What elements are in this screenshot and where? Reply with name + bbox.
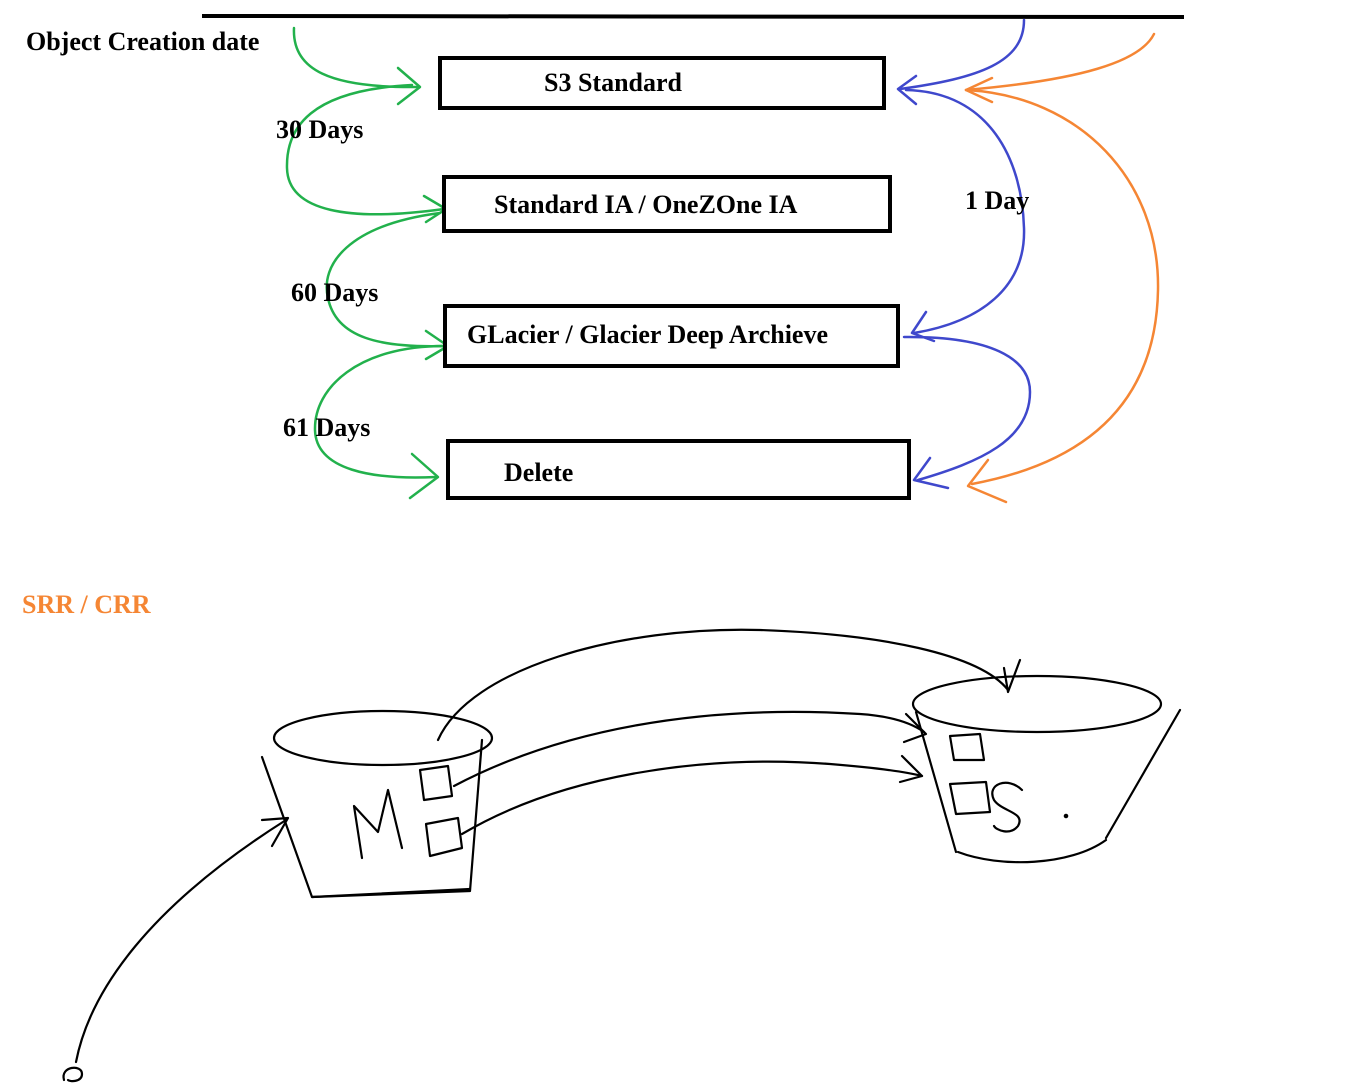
green-arrow-ia-to-glacier	[325, 211, 448, 348]
dest-bucket-rim	[911, 674, 1163, 734]
source-bucket-base-line	[310, 887, 472, 899]
green-arrowhead-4	[408, 452, 440, 500]
user-to-bucket-arrow	[74, 818, 288, 1064]
blue-arrow-top-to-standard	[898, 18, 1026, 91]
green-arrow-standard-to-ia	[285, 83, 446, 216]
user-to-bucket-arrowhead	[260, 816, 290, 848]
dest-object-2	[948, 780, 992, 816]
green-arrow-glacier-to-delete	[313, 344, 446, 479]
replication-arrowhead-top	[1002, 658, 1022, 694]
transition-label-30-days: 30 Days	[276, 115, 364, 144]
tier-label-standard-ia: Standard IA / OneZOne IA	[494, 190, 798, 219]
dest-bucket-letter-s	[991, 781, 1024, 833]
source-bucket-rim	[272, 709, 494, 767]
green-arrow-creation-to-standard	[292, 26, 420, 89]
transition-label-60-days: 60 Days	[291, 278, 379, 307]
replication-arrow-middle	[452, 710, 926, 788]
replication-arrow-bottom	[460, 760, 924, 836]
source-object-1	[418, 764, 454, 802]
replication-arrow-top	[436, 628, 1010, 742]
source-object-2	[424, 816, 464, 858]
source-bucket-letter-m	[352, 788, 404, 860]
dest-bucket-right-side	[1104, 708, 1182, 840]
tier-box-s3-standard: S3 Standard	[438, 56, 886, 110]
blue-transition-arrows	[896, 18, 1032, 490]
dest-bucket-dot	[1063, 813, 1069, 819]
top-divider	[201, 14, 1185, 19]
tier-box-glacier: GLacier / Glacier Deep Archieve	[443, 304, 900, 368]
orange-arrow-standard-to-delete	[964, 88, 1160, 486]
blue-arrow-standard-to-glacier	[904, 88, 1026, 335]
user-icon	[62, 1066, 84, 1083]
object-creation-date-label: Object Creation date	[26, 27, 260, 56]
orange-arrow-top-to-standard	[964, 32, 1156, 92]
replication-arrowhead-middle	[902, 712, 928, 744]
blue-arrow-glacier-to-delete	[902, 335, 1032, 482]
tier-label-glacier: GLacier / Glacier Deep Archieve	[467, 320, 829, 349]
tier-box-delete: Delete	[446, 439, 911, 500]
dest-object-1	[948, 732, 986, 762]
source-bucket-body	[260, 738, 484, 899]
replication-title: SRR / CRR	[22, 590, 151, 619]
transition-label-1-day: 1 Day	[965, 186, 1030, 215]
blue-arrowhead-3	[912, 456, 950, 490]
tier-label-s3-standard: S3 Standard	[544, 68, 682, 97]
transition-label-61-days: 61 Days	[283, 413, 371, 442]
replication-arrowhead-bottom	[898, 754, 924, 784]
dest-bucket-left-side	[914, 710, 958, 854]
dest-bucket-base	[956, 838, 1108, 864]
tier-box-standard-ia: Standard IA / OneZOne IA	[442, 175, 892, 233]
green-arrowhead-1	[396, 66, 422, 106]
blue-arrowhead-1	[896, 74, 918, 106]
orange-transition-arrows	[964, 32, 1160, 504]
replication-sketch	[62, 628, 1182, 1083]
tier-label-delete: Delete	[504, 458, 574, 487]
orange-arrowhead-2	[966, 458, 1008, 504]
